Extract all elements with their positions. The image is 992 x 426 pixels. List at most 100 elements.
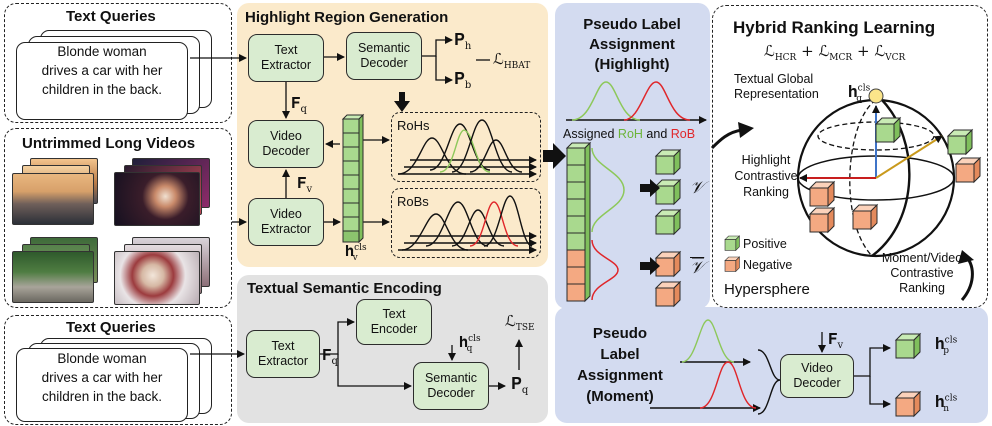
loss-hbat-sub: HBAT <box>503 61 531 71</box>
segment-stack <box>565 141 592 303</box>
set-v-label: 𝒱 <box>690 178 705 198</box>
moment-brace <box>757 349 781 415</box>
hybrid-ranking-title: Hybrid Ranking Learning <box>733 18 936 37</box>
h-v-sup: cls <box>354 243 367 253</box>
hrg-arrows <box>190 36 490 226</box>
loss-tse-symbol: ℒ <box>505 312 516 330</box>
legend-negative-cube <box>724 256 740 272</box>
query-card-front <box>16 42 188 120</box>
tse-text-encoder: Text Encoder <box>356 299 432 345</box>
p-q-symbol: 𝐏 <box>511 374 522 393</box>
robs-label: RoBs <box>397 194 429 209</box>
query-point <box>868 88 884 104</box>
video-thumb-family <box>114 251 200 305</box>
f-v-sub: v <box>306 184 313 195</box>
moment-decoder-arrows <box>818 332 891 408</box>
hybrid-loss-formula: ℒHCR + ℒMCR + ℒVCR <box>764 42 905 63</box>
set-v-bar-label: 𝒱 <box>690 258 705 278</box>
curved-arrow-top <box>710 128 743 150</box>
rob-word: RoB <box>670 127 696 141</box>
h-v-symbol: 𝐡 <box>345 242 355 260</box>
text-queries-bottom-frame <box>4 315 232 425</box>
h-p-label: 𝐡clsp <box>935 334 957 356</box>
query-card-b-front <box>16 348 188 422</box>
tse-semantic-decoder: Semantic Decoder <box>413 362 489 410</box>
roh-word: RoH <box>617 127 643 141</box>
hrg-text-extractor: Text Extractor <box>248 34 324 82</box>
tse-h-q-label: 𝐡clsq <box>459 333 481 354</box>
untrimmed-videos-title: Untrimmed Long Videos <box>22 135 196 152</box>
video-thumb-performer <box>114 172 200 226</box>
moment-contrastive-line3: Ranking <box>899 281 945 295</box>
f-q-symbol: 𝐅 <box>291 94 301 112</box>
legend-positive-cube <box>724 235 740 251</box>
query-line-1: Blonde woman <box>57 44 147 59</box>
query-b-line-2: drives a car with her <box>41 370 163 385</box>
hypersphere-label: Hypersphere <box>724 281 810 298</box>
loss-tse-label: ℒTSE <box>505 312 535 333</box>
p-h-symbol: 𝐏 <box>454 30 465 49</box>
h-p-sup: cls <box>944 335 958 346</box>
pseudo-highlight-title-line2: Assignment <box>589 36 675 53</box>
p-q-sub: q <box>521 385 529 397</box>
textual-global-label: Textual Global Representation <box>734 72 819 102</box>
tse-f-q-symbol: 𝐅 <box>322 346 332 364</box>
p-b-symbol: 𝐏 <box>454 69 465 88</box>
loss-mcr-symbol: ℒ <box>818 42 830 60</box>
robs-frame <box>391 188 541 258</box>
pseudo-highlight-title-line3: (Highlight) <box>594 56 670 73</box>
assigned-caption: Assigned RoH and RoB <box>563 127 695 141</box>
hyper-h-q-sub: q <box>856 94 862 105</box>
highlight-contrastive-line2: Contrastive <box>734 169 798 183</box>
h-v-cls-label: 𝐡clsv <box>345 242 367 263</box>
plus-1: + <box>801 42 814 60</box>
vertical-green-curve <box>591 147 625 233</box>
positive-legend: Positive <box>743 237 787 251</box>
robs-curves <box>398 195 537 254</box>
loss-tse-sub: TSE <box>515 323 535 333</box>
highlight-contrastive-line3: Ranking <box>743 185 789 199</box>
query-b-line-3: children in the back. <box>41 389 163 404</box>
vertical-red-curve <box>591 239 619 301</box>
tse-h-q-sub: q <box>466 344 473 354</box>
tse-h-q-symbol: 𝐡 <box>459 333 469 351</box>
hrg-semantic-decoder: Semantic Decoder <box>346 32 422 80</box>
pseudo-moment-title-line3: Assignment <box>577 367 663 384</box>
negative-legend: Negative <box>743 258 793 272</box>
arrow-to-vbar <box>640 257 660 275</box>
moment-f-v-symbol: 𝐅 <box>828 330 838 348</box>
query-text-bottom: Blonde woman drives a car with her child… <box>16 349 188 406</box>
f-q-sub: q <box>300 104 307 115</box>
hrg-video-extractor: Video Extractor <box>248 198 324 246</box>
tse-h-q-sup: cls <box>468 334 481 344</box>
textual-global-line1: Textual Global <box>734 72 814 86</box>
rohs-curves <box>397 119 537 178</box>
h-n-sub: n <box>943 404 950 415</box>
plus-2: + <box>856 42 870 60</box>
query-line-3: children in the back. <box>41 82 163 97</box>
p-q-label: 𝐏q <box>511 374 528 396</box>
tse-text-extractor: Text Extractor <box>246 330 320 378</box>
rohs-frame <box>391 112 541 182</box>
loss-hcr-sub: HCR <box>774 53 797 63</box>
video-feature-stack <box>341 113 365 244</box>
textual-encoding-title: Textual Semantic Encoding <box>247 280 442 297</box>
p-b-label: 𝐏b <box>454 69 471 91</box>
arrow-to-v <box>640 179 660 197</box>
loss-hcr-symbol: ℒ <box>764 42 775 60</box>
pseudo-highlight-title-line1: Pseudo Label <box>583 16 681 33</box>
h-p-symbol: 𝐡 <box>935 334 945 353</box>
f-q-label: 𝐅q <box>291 94 307 115</box>
highlight-generation-title: Highlight Region Generation <box>245 9 449 26</box>
tse-f-q-sub: q <box>331 356 338 367</box>
moment-contrastive-label: Moment/Video Contrastive Ranking <box>862 251 982 296</box>
highlight-contrastive-line1: Highlight <box>741 153 791 167</box>
h-v-sub: v <box>352 253 358 263</box>
h-n-sup: cls <box>944 393 958 404</box>
h-n-symbol: 𝐡 <box>935 392 945 411</box>
thick-up-arrow <box>394 92 410 112</box>
big-right-arrow <box>543 143 566 169</box>
loss-vcr-symbol: ℒ <box>874 42 886 60</box>
gold-vector <box>875 135 943 179</box>
